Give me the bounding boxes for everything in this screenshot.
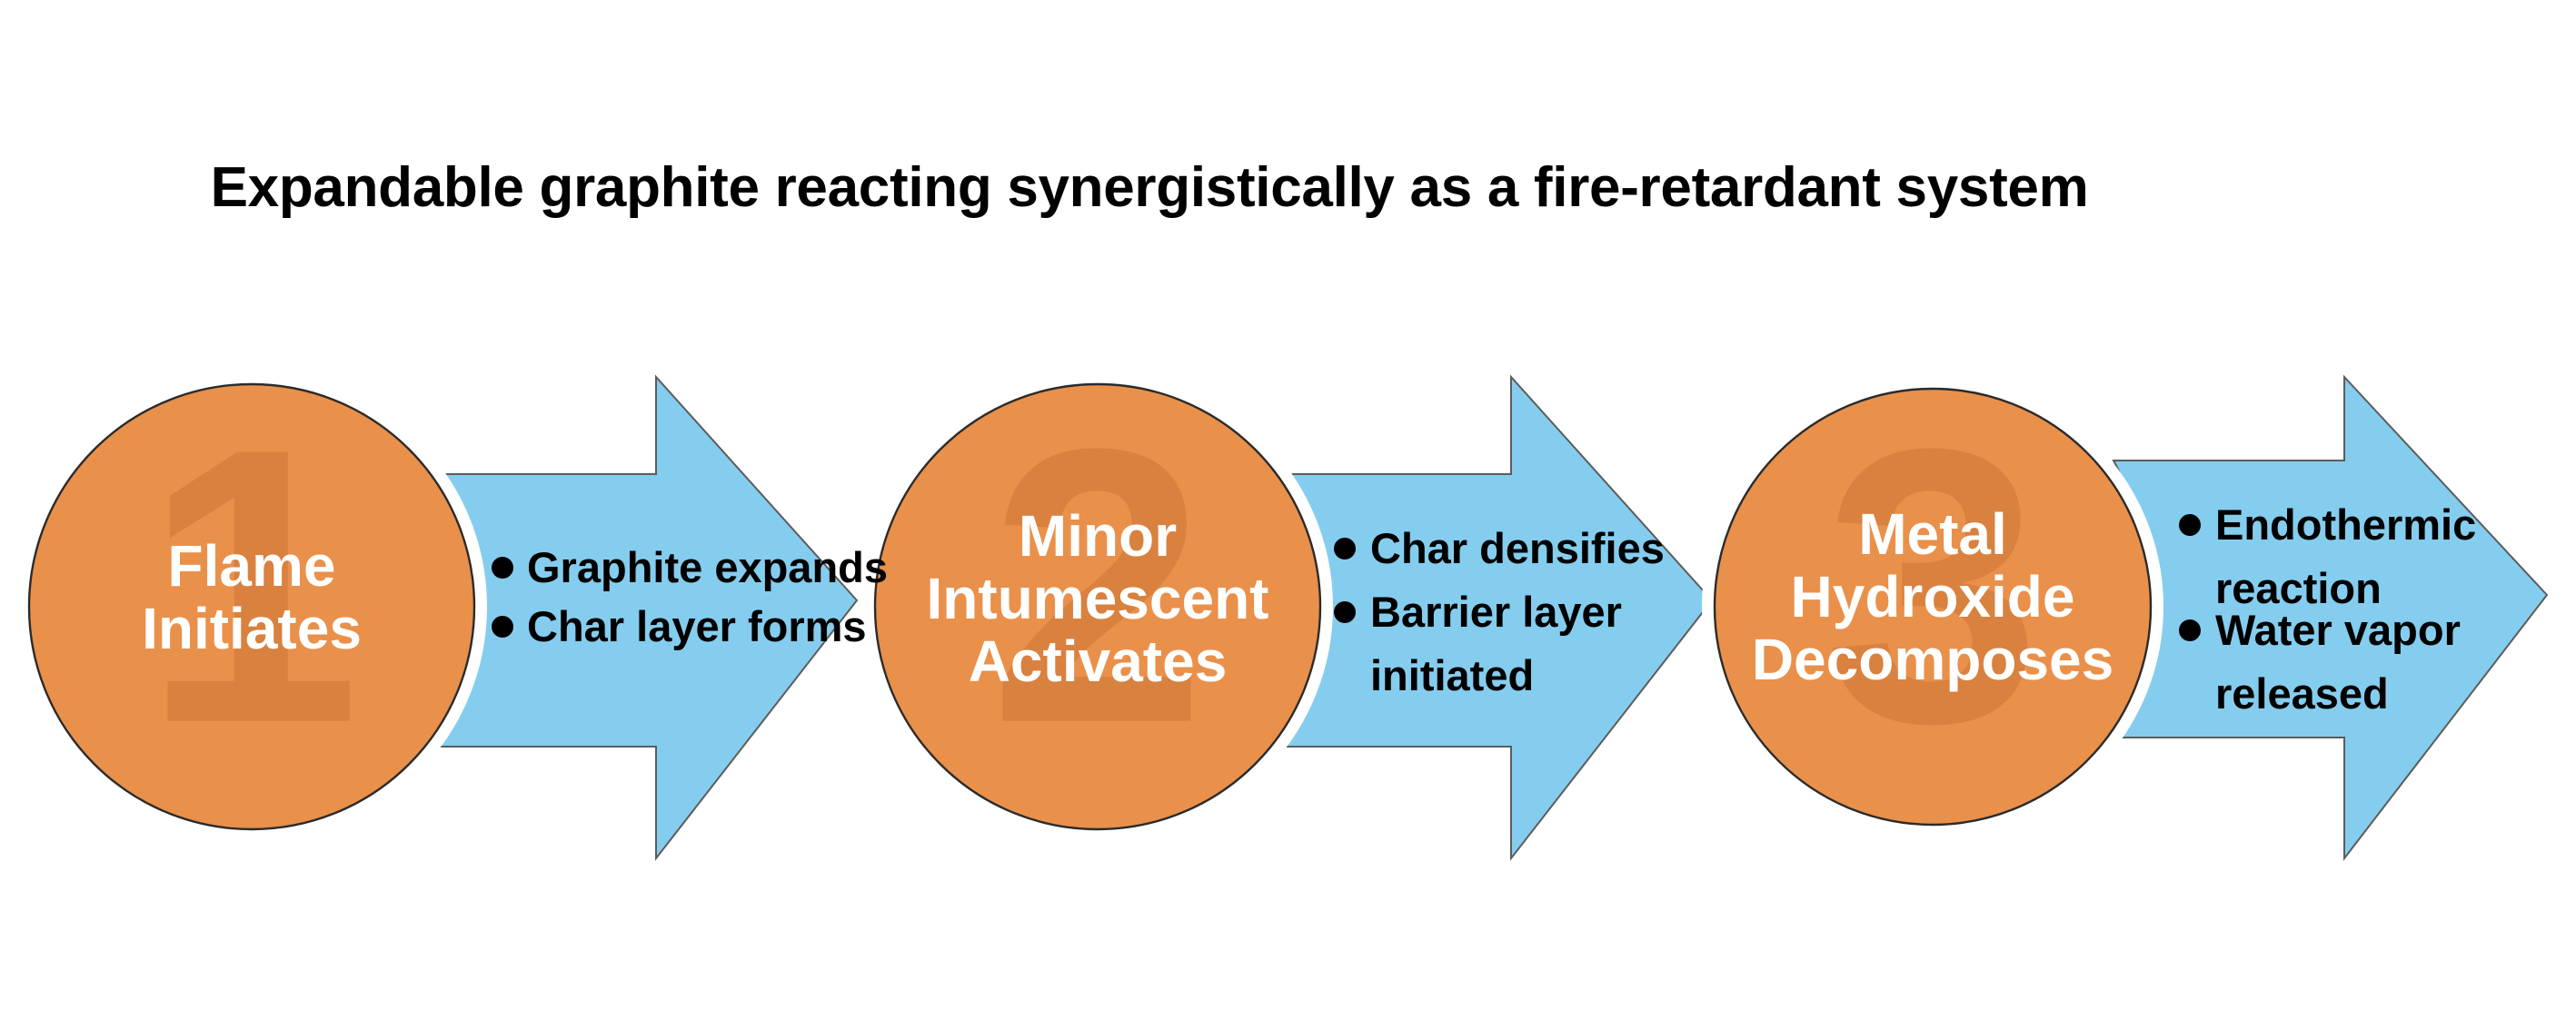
step-2-number-watermark: 2 <box>989 369 1206 805</box>
step-3-number-watermark: 3 <box>1824 369 2041 805</box>
arrow-1-bullets: Graphite expands Char layer forms <box>492 543 888 650</box>
step-3-label-line-3: Decomposes <box>1752 627 2114 692</box>
arrow-1-bullet-1-dot <box>492 557 513 579</box>
arrow-3-bullets: Endothermic reaction Water vapor release… <box>2179 500 2476 718</box>
step-2-label-line-1: Minor <box>1019 503 1177 569</box>
arrow-2-bullet-2-text-line-2: initiated <box>1370 651 1534 699</box>
step-1-number-watermark: 1 <box>143 369 360 805</box>
step-2-label-line-2: Intumescent <box>927 566 1269 631</box>
arrow-2-bullet-2-text-line-1: Barrier layer <box>1370 588 1622 636</box>
page-title: Expandable graphite reacting synergistic… <box>210 156 2089 219</box>
arrow-1-bullet-1-text: Graphite expands <box>527 543 888 591</box>
step-circle-2[interactable]: 2 Minor Intumescent Activates <box>862 369 1333 842</box>
arrow-2-bullet-2-dot <box>1334 601 1356 623</box>
arrow-3-bullet-1-text-line-2: reaction <box>2215 564 2382 612</box>
step-1-halo <box>16 371 487 842</box>
step-1-label-line-2: Initiates <box>142 596 362 661</box>
arrow-2-bullets: Char densifies Barrier layer initiated <box>1334 524 1665 699</box>
step-2-halo <box>862 371 1333 842</box>
arrow-3-bullet-2-text-line-2: released <box>2215 669 2389 718</box>
arrow-2-bullet-1-text: Char densifies <box>1370 524 1665 572</box>
arrow-1-bullet-2-dot <box>492 616 513 638</box>
step-1-label-line-1: Flame <box>168 533 336 599</box>
arrow-3-bullet-1-dot <box>2179 514 2201 536</box>
step-3-circle <box>1713 387 2153 827</box>
step-2-label-line-3: Activates <box>969 629 1228 694</box>
step-3-label-line-2: Hydroxide <box>1791 564 2075 629</box>
step-3-halo <box>1702 376 2163 837</box>
arrow-3-bullet-1-text-line-1: Endothermic <box>2215 500 2476 549</box>
step-2-circle <box>873 382 1322 831</box>
step-circle-1[interactable]: 1 Flame Initiates <box>16 369 487 842</box>
step-circle-3[interactable]: 3 Metal Hydroxide Decomposes <box>1702 369 2163 837</box>
arrow-3-bullet-2-text-line-1: Water vapor <box>2215 606 2461 654</box>
step-3-label-line-1: Metal <box>1858 501 2007 567</box>
arrow-2-bullet-1-dot <box>1334 538 1356 560</box>
step-1-circle <box>27 382 476 831</box>
arrow-1-bullet-2-text: Char layer forms <box>527 602 867 650</box>
arrow-3-bullet-2-dot <box>2179 619 2201 641</box>
